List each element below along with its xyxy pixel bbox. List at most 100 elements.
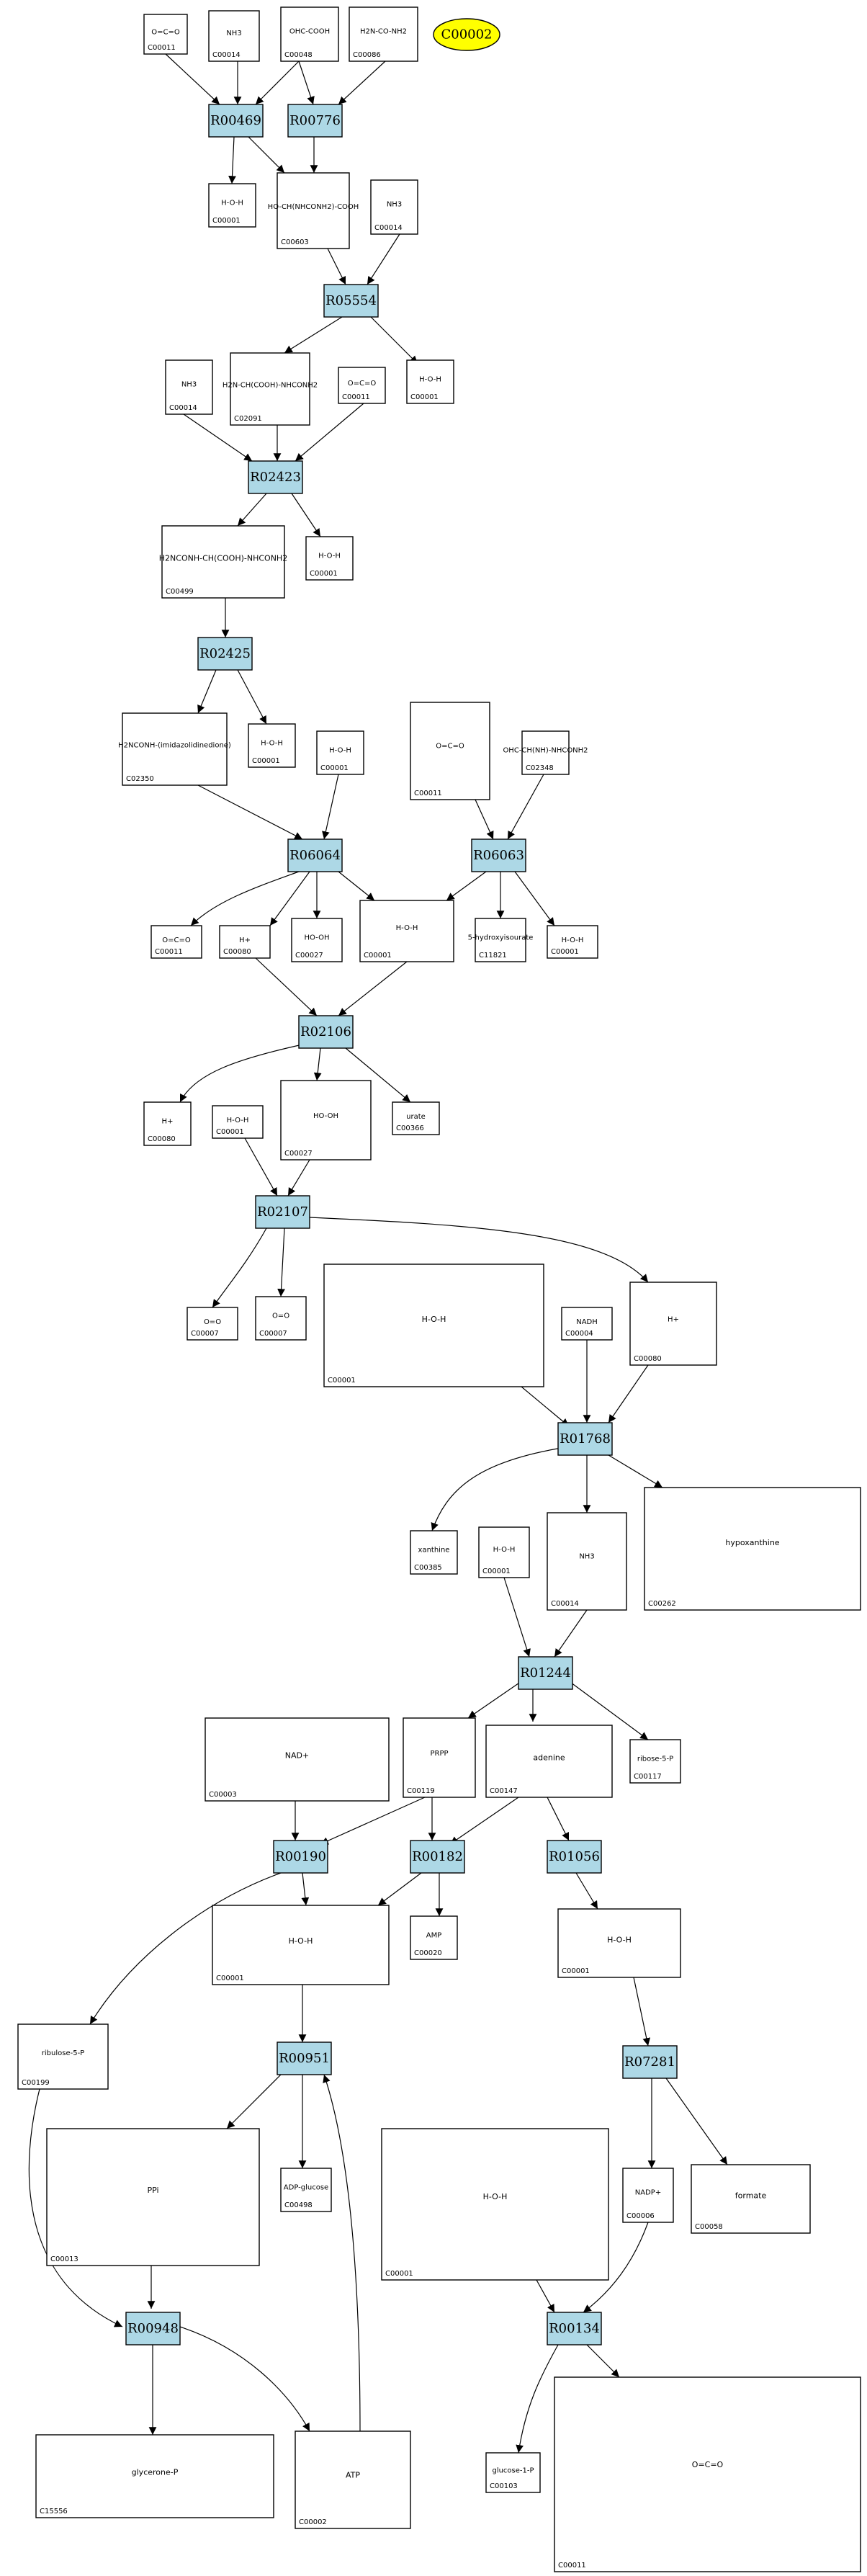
compound-box <box>403 1717 476 1798</box>
compound-structure: H-O-H <box>562 936 584 944</box>
reaction-node-r02107[interactable]: R02107 <box>255 1195 310 1229</box>
compound-structure: NH3 <box>579 1552 594 1560</box>
reaction-node-r06063[interactable]: R06063 <box>471 838 526 872</box>
reaction-node-r07281[interactable]: R07281 <box>622 2045 678 2079</box>
compound-node-c00006[interactable]: NADP+ C00006 <box>622 2168 674 2223</box>
reaction-node-r00182[interactable]: R00182 <box>410 1840 465 1874</box>
reaction-node-r05554[interactable]: R05554 <box>323 284 379 318</box>
reaction-node-r02106[interactable]: R02106 <box>298 1015 354 1049</box>
compound-id-label: C00027 <box>295 952 323 960</box>
compound-node-c02350[interactable]: H2NCONH-(imidazolidinedione)C02350 <box>118 712 231 786</box>
reaction-node-r06064[interactable]: R06064 <box>287 838 343 872</box>
compound-box <box>143 14 188 55</box>
compound-structure: ATP <box>346 2470 360 2479</box>
reaction-box <box>277 2041 332 2075</box>
reaction-node-r01056[interactable]: R01056 <box>547 1840 602 1874</box>
compound-box <box>248 723 296 768</box>
reaction-box <box>287 838 343 872</box>
compound-node-c00080[interactable]: H+C00080 <box>143 1101 192 1146</box>
compound-id-label: C00262 <box>648 1600 676 1608</box>
reaction-node-r01768[interactable]: R01768 <box>557 1422 613 1456</box>
reaction-node-r02423[interactable]: R02423 <box>248 460 303 494</box>
reaction-node-r02425[interactable]: R02425 <box>197 637 253 671</box>
reaction-box <box>208 104 264 138</box>
compound-structure: NADP+ <box>635 2188 661 2196</box>
compound-id-label: C00011 <box>558 2562 586 2570</box>
reaction-box <box>248 460 303 494</box>
reaction-node-r01244[interactable]: R01244 <box>518 1656 573 1690</box>
compound-box <box>338 367 386 404</box>
compound-structure: H-O-H <box>227 1117 249 1124</box>
compound-node-c00003[interactable]: NAD+C00003 <box>205 1717 390 1802</box>
compound-node-c00080[interactable]: H+C00080 <box>629 1282 717 1366</box>
reaction-label: R02425 <box>199 646 251 661</box>
compound-box <box>410 1915 458 1960</box>
compound-structure: PRPP <box>430 1750 448 1758</box>
compound-node-c00080[interactable]: H+C00080 <box>219 925 271 959</box>
compound-id-label: C00014 <box>551 1600 579 1608</box>
compound-id-label: C00001 <box>328 1377 356 1385</box>
reaction-label: R02107 <box>257 1204 308 1220</box>
compound-id-label: C00006 <box>626 2212 655 2220</box>
reaction-node-r00951[interactable]: R00951 <box>277 2041 332 2075</box>
reaction-node-r00134[interactable]: R00134 <box>547 2312 602 2345</box>
reaction-box <box>547 1840 602 1874</box>
reaction-node-r00776[interactable]: R00776 <box>287 104 343 138</box>
reaction-node-r00190[interactable]: R00190 <box>273 1840 328 1874</box>
compound-id-label: C00001 <box>385 2270 413 2278</box>
c00002-ellipse-node[interactable]: C00002 <box>433 18 500 51</box>
compound-structure: HO-OH <box>313 1112 338 1120</box>
reaction-node-r00469[interactable]: R00469 <box>208 104 264 138</box>
reaction-node-r00948[interactable]: R00948 <box>125 2312 181 2345</box>
compound-id-label: C00385 <box>414 1564 442 1572</box>
